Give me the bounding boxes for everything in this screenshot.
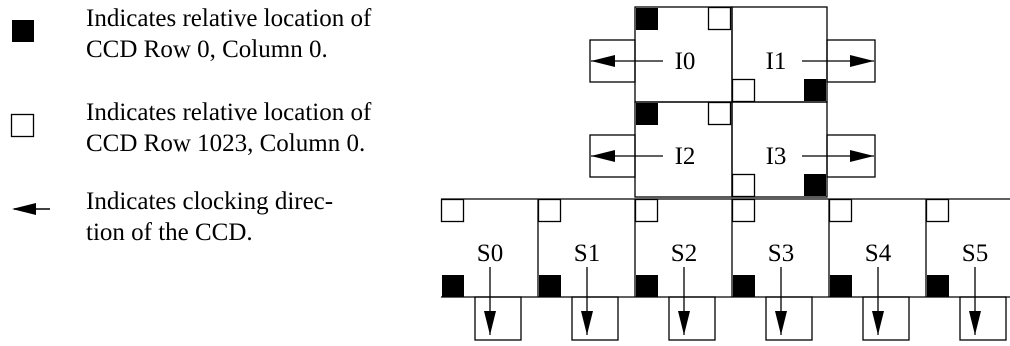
filled-square-icon — [804, 174, 826, 196]
ccd-chip-outline — [571, 296, 619, 341]
left-arrow-icon — [591, 150, 615, 162]
filled-square-icon — [804, 79, 826, 101]
open-square-icon — [828, 198, 853, 223]
legend-line: Indicates relative location of — [86, 99, 372, 126]
filled-square-icon — [636, 275, 658, 297]
filled-square-icon — [442, 275, 464, 297]
ccd-chip-outline — [959, 296, 1007, 341]
right-arrow-icon — [850, 55, 874, 67]
down-arrow-icon — [484, 311, 496, 335]
filled-square-icon — [636, 8, 658, 30]
filled-square-icon — [539, 275, 561, 297]
open-square-icon — [440, 198, 465, 223]
chip-label: I1 — [766, 48, 787, 75]
open-square-icon — [707, 101, 732, 126]
open-square-icon — [731, 173, 756, 198]
down-arrow-icon — [678, 311, 690, 335]
legend-text-row-0-0: Indicates relative location of CCD Row 0… — [86, 3, 371, 65]
down-arrow-icon — [775, 311, 787, 335]
legend-line: CCD Row 0, Column 0. — [86, 36, 328, 63]
open-square-icon — [707, 6, 732, 31]
chip-label: S4 — [865, 240, 892, 267]
ccd-chip-outline — [862, 296, 910, 341]
left-arrow-icon — [591, 55, 615, 67]
ccd-chip-outline — [668, 296, 716, 341]
ccd-chip-outline — [731, 101, 828, 198]
chip-label: I3 — [766, 143, 787, 170]
filled-square-icon — [12, 20, 34, 42]
legend-line: Indicates relative location of — [86, 5, 372, 32]
chip-label: I0 — [675, 48, 696, 75]
ccd-chip-outline — [765, 296, 813, 341]
right-arrow-icon — [850, 150, 874, 162]
legend-text-row-1023-0: Indicates relative location of CCD Row 1… — [86, 97, 371, 159]
filled-square-icon — [636, 103, 658, 125]
filled-square-icon — [830, 275, 852, 297]
ccd-chip-outline — [474, 296, 522, 341]
chip-label: S3 — [768, 240, 794, 267]
filled-square-icon — [733, 275, 755, 297]
open-square-icon — [731, 78, 756, 103]
chip-label: S2 — [671, 240, 697, 267]
down-arrow-icon — [581, 311, 593, 335]
legend-line: Indicates clocking direc- — [86, 188, 334, 215]
left-arrow-icon — [12, 203, 50, 215]
chip-label: S5 — [962, 240, 988, 267]
legend-text-clocking: Indicates clocking direc- tion of the CC… — [86, 186, 333, 248]
chip-label: S1 — [574, 240, 600, 267]
open-square-icon — [925, 198, 950, 223]
open-square-icon — [10, 113, 35, 138]
open-square-icon — [731, 198, 756, 223]
open-square-icon — [537, 198, 562, 223]
down-arrow-icon — [872, 311, 884, 335]
legend-line: tion of the CCD. — [86, 219, 253, 246]
filled-square-icon — [927, 275, 949, 297]
legend-line: CCD Row 1023, Column 0. — [86, 130, 366, 157]
down-arrow-icon — [969, 311, 981, 335]
chip-label: I2 — [675, 143, 696, 170]
open-square-icon — [634, 198, 659, 223]
chip-label: S0 — [477, 240, 503, 267]
